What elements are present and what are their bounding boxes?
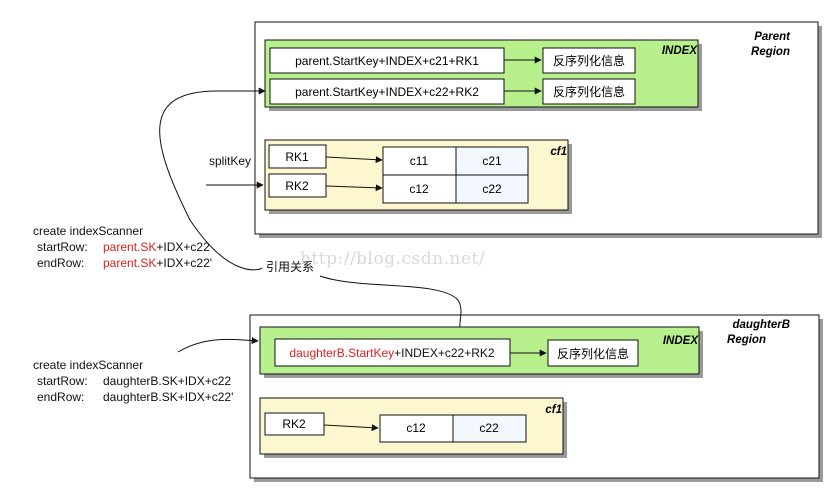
daughter-end-value: daughterB.SK+IDX+c22': [103, 390, 234, 404]
parent-rk1-text: RK1: [285, 150, 309, 164]
daughter-scanner-note: create indexScanner startRow: daughterB.S…: [33, 357, 233, 405]
daughter-rk2-arrow: [323, 424, 379, 432]
daughter-scanner-title: create indexScanner: [33, 358, 144, 372]
parent-cf1-box: cf1 RK1 RK2 c11 c21 c12 c22: [264, 139, 572, 214]
daughter-index-key: [274, 338, 511, 367]
parent-scanner-end-row: endRow: parent.SK+IDX+c22': [33, 255, 212, 271]
parent-cell-c22: [455, 174, 529, 204]
daughter-index-value-text: 反序列化信息: [557, 346, 629, 361]
parent-index-key-2: [269, 78, 505, 105]
daughter-cell-c22-text: c22: [479, 421, 499, 435]
daughter-region-title-1: daughterB: [733, 319, 791, 331]
parent-index-value-2-text: 反序列化信息: [553, 84, 625, 99]
daughter-region: daughterB Region INDEX daughterB.StartKe…: [249, 314, 823, 482]
parent-index-label: INDEX: [662, 45, 698, 57]
daughter-index-value: [547, 339, 639, 367]
daughter-cell-c12: [379, 414, 454, 443]
daughter-index-key-text: daughterB.StartKey+INDEX+c22+RK2: [289, 346, 494, 360]
parent-rk2-arrow: [325, 184, 383, 192]
parent-cell-c21-text: c21: [482, 154, 502, 168]
parent-end-red: parent.SK: [103, 256, 157, 270]
parent-cell-c12: [382, 174, 457, 204]
daughter-region-title-2: Region: [727, 334, 766, 346]
split-key-label: splitKey: [209, 154, 252, 168]
parent-index-value-1: [542, 47, 636, 74]
daughter-key-prefix: daughterB.: [289, 346, 348, 360]
parent-index-box: INDEX parent.StartKey+INDEX+c21+RK1 反序列化…: [264, 39, 702, 111]
daughter-cell-c22: [452, 414, 527, 443]
parent-rk2-box: [268, 173, 327, 198]
parent-cell-c11-text: c11: [410, 154, 429, 168]
daughter-start-value: daughterB.SK+IDX+c22: [103, 374, 232, 388]
daughter-cf1-box: cf1 RK2 c12 c22: [259, 397, 567, 458]
daughter-end-label: endRow:: [37, 390, 85, 404]
parent-rk2-text: RK2: [285, 179, 309, 193]
parent-scanner-title: create indexScanner: [33, 224, 144, 238]
parent-index-value-2: [542, 78, 636, 105]
daughter-scanner-start-row: startRow: daughterB.SK+IDX+c22: [33, 373, 233, 389]
parent-rk1-arrow: [325, 156, 383, 164]
daughter-index-label: INDEX: [663, 335, 699, 347]
reference-link-line: [319, 275, 462, 328]
daughter-key-highlight: StartKey: [348, 346, 394, 360]
daughter-cell-c12-text: c12: [406, 421, 426, 435]
daughter-index-box: INDEX daughterB.StartKey+INDEX+c22+RK2 反…: [259, 326, 703, 378]
parent-start-red: parent.SK: [103, 240, 157, 254]
parent-end-label: endRow:: [37, 256, 85, 270]
parent-cell-c12-text: c12: [409, 182, 429, 196]
parent-region: Parent Region INDEX parent.StartKey+INDE…: [254, 21, 822, 238]
parent-index-key-2-text: parent.StartKey+INDEX+c22+RK2: [295, 85, 479, 99]
daughter-cf1-label: cf1: [545, 404, 562, 416]
daughter-rk2-box: [264, 412, 325, 436]
daughter-scanner-end-row: endRow: daughterB.SK+IDX+c22': [33, 389, 233, 405]
parent-cell-c22-text: c22: [482, 182, 502, 196]
daughter-start-label: startRow:: [37, 374, 88, 388]
daughter-scanner-arrow: [177, 337, 259, 353]
parent-rk1-box: [268, 144, 327, 169]
parent-start-label: startRow:: [37, 240, 88, 254]
parent-cell-c21: [455, 146, 529, 176]
parent-region-title-1: Parent: [754, 31, 791, 43]
parent-end-rest: +IDX+c22': [156, 256, 213, 270]
daughter-key-suffix: +INDEX+c22+RK2: [394, 346, 495, 360]
watermark-text: http://blog.csdn.net/: [300, 249, 486, 269]
daughter-rk2-text: RK2: [282, 417, 306, 431]
parent-index-key-1-text: parent.StartKey+INDEX+c21+RK1: [295, 54, 479, 68]
parent-scanner-start-row: startRow: parent.SK+IDX+c22: [33, 239, 212, 255]
parent-scanner-note: create indexScanner startRow:parent.SK+I…: [33, 223, 212, 271]
parent-index-value-1-text: 反序列化信息: [553, 53, 625, 68]
parent-start-rest: +IDX+c22: [156, 240, 210, 254]
parent-region-title-2: Region: [751, 46, 790, 58]
parent-scanner-curve-arrow: [159, 87, 266, 271]
reference-label: 引用关系: [266, 260, 315, 274]
parent-cf1-label: cf1: [550, 146, 567, 158]
